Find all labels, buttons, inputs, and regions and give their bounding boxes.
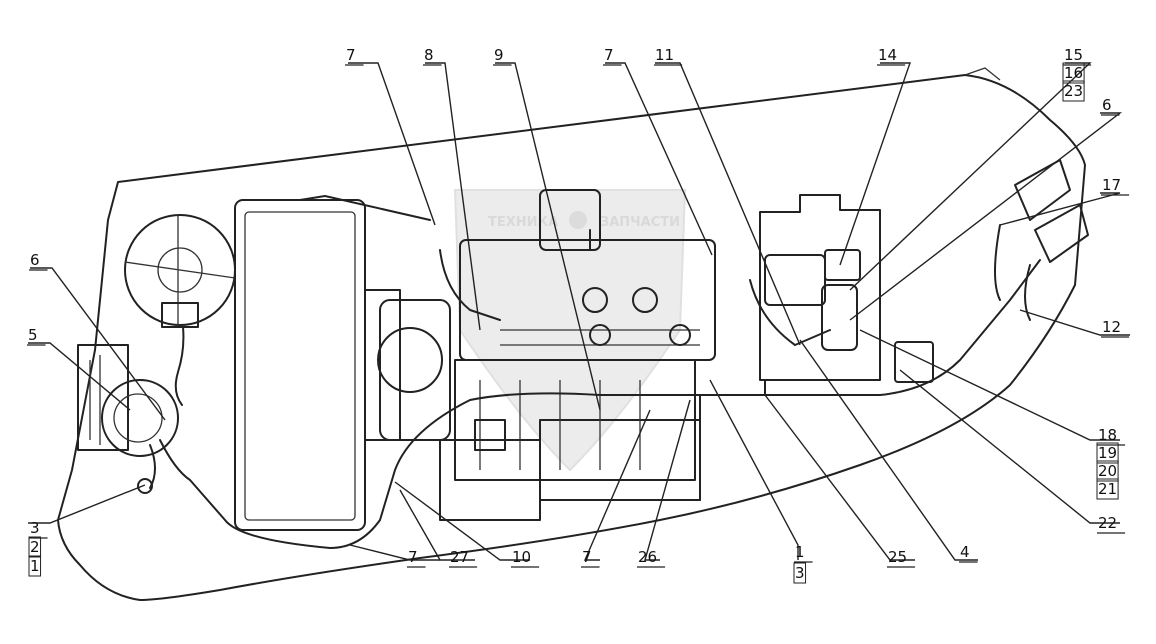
body-top-corner bbox=[964, 67, 1001, 81]
callout-box-c-3b bbox=[793, 562, 807, 584]
callout-c-9: 9 bbox=[494, 46, 504, 64]
callout-c-18: 18 bbox=[1098, 426, 1117, 444]
watermark-right-text: ЗАПЧАСТИ bbox=[600, 215, 680, 230]
callout-box-c-21 bbox=[1096, 478, 1119, 500]
callout-c-12: 12 bbox=[1102, 318, 1121, 336]
callout-marks bbox=[27, 62, 1130, 584]
callout-c-3: 3 bbox=[30, 519, 40, 537]
body-outline bbox=[57, 74, 1086, 601]
callout-c-21: 21 bbox=[1098, 480, 1117, 498]
callout-labels: 7 8 9 7 11 14 15 16 23 6 17 12 6 5 18 19… bbox=[28, 46, 1121, 582]
front-lamp bbox=[77, 344, 179, 494]
callout-c-22: 22 bbox=[1098, 514, 1117, 532]
callout-c-7b: 7 bbox=[604, 46, 614, 64]
watermark-gear bbox=[569, 211, 587, 229]
callout-c-6b: 6 bbox=[30, 251, 40, 269]
rear-lamps bbox=[994, 159, 1089, 321]
callout-box-c-1a bbox=[28, 555, 42, 577]
callout-c-26: 26 bbox=[638, 548, 657, 566]
callout-c-15: 15 bbox=[1064, 46, 1083, 64]
wiring-harness bbox=[159, 259, 1041, 549]
callout-c-1b: 1 bbox=[795, 543, 805, 561]
callout-c-1a: 1 bbox=[30, 557, 40, 575]
callout-c-23: 23 bbox=[1064, 82, 1083, 100]
callout-c-5: 5 bbox=[28, 326, 38, 344]
callout-c-7d: 7 bbox=[582, 548, 592, 566]
callout-c-11: 11 bbox=[655, 46, 674, 64]
harness-branch-engine bbox=[439, 249, 501, 321]
callout-c-10: 10 bbox=[512, 548, 531, 566]
leader-lines bbox=[28, 62, 1130, 561]
callout-box-c-20 bbox=[1096, 460, 1119, 482]
callout-c-3b: 3 bbox=[795, 564, 805, 582]
callout-c-7a: 7 bbox=[346, 46, 356, 64]
callout-c-14: 14 bbox=[878, 46, 897, 64]
callout-c-25: 25 bbox=[888, 548, 907, 566]
harness-branch-panel bbox=[749, 279, 831, 346]
callout-box-c-2 bbox=[28, 536, 42, 558]
callout-c-6a: 6 bbox=[1102, 96, 1112, 114]
callout-c-27: 27 bbox=[450, 548, 469, 566]
callout-c-8: 8 bbox=[424, 46, 434, 64]
cab-panel bbox=[759, 194, 934, 383]
callout-c-4: 4 bbox=[960, 543, 970, 561]
callout-box-c-19 bbox=[1096, 442, 1119, 464]
callout-c-19: 19 bbox=[1098, 444, 1117, 462]
callout-c-16: 16 bbox=[1064, 64, 1083, 82]
watermark-left-text: ТЕХНИКА bbox=[488, 215, 558, 230]
callout-c-7c: 7 bbox=[408, 548, 418, 566]
callout-c-2: 2 bbox=[30, 538, 40, 556]
callout-box-c-23 bbox=[1062, 80, 1085, 102]
callout-c-20: 20 bbox=[1098, 462, 1117, 480]
headlight bbox=[124, 214, 236, 406]
radiator bbox=[234, 195, 431, 531]
callout-c-17: 17 bbox=[1102, 176, 1121, 194]
engine-block bbox=[377, 189, 716, 521]
callout-box-c-16 bbox=[1062, 62, 1085, 84]
